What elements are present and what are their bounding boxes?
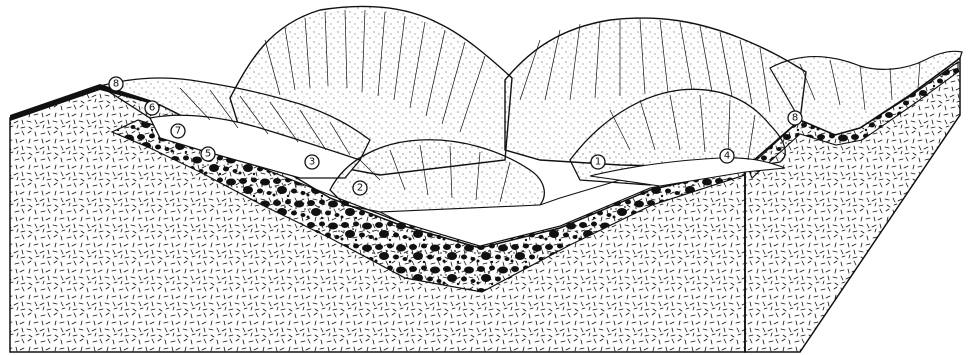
marker-8-right-label: 8 — [792, 113, 798, 124]
marker-6: 6 — [145, 101, 159, 115]
marker-7: 7 — [171, 124, 185, 138]
marker-2: 2 — [353, 181, 367, 195]
marker-5: 5 — [201, 147, 215, 161]
marker-7-label: 7 — [175, 126, 181, 137]
marker-8-left: 8 — [109, 77, 123, 91]
marker-1: 1 — [591, 155, 605, 169]
marker-8-right: 8 — [788, 111, 802, 125]
marker-6-label: 6 — [149, 103, 155, 114]
marker-5-label: 5 — [205, 149, 211, 160]
marker-3-label: 3 — [309, 157, 315, 168]
marker-4-label: 4 — [724, 151, 730, 162]
marker-3: 3 — [305, 155, 319, 169]
marker-8-left-label: 8 — [113, 79, 119, 90]
marker-4: 4 — [720, 149, 734, 163]
marker-2-label: 2 — [357, 183, 363, 194]
marker-1-label: 1 — [595, 157, 601, 168]
